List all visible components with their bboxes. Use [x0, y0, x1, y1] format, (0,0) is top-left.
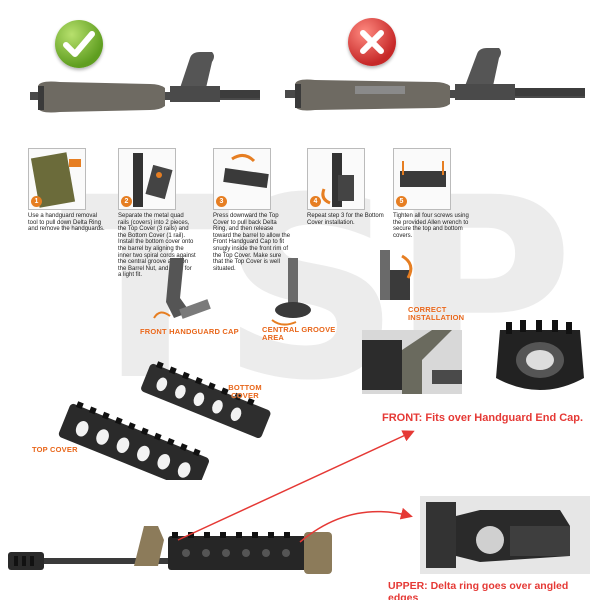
step-text: Repeat step 3 for the Bottom Cover insta…	[307, 213, 384, 226]
step-4-image: 4	[307, 148, 365, 210]
step-3: 3 Press downward the Top Cover to pull b…	[213, 148, 291, 272]
central-groove-label: CENTRAL GROOVE AREA	[262, 325, 336, 342]
bottom-cover-label: BOTTOM COVER	[228, 383, 262, 400]
correct-installation-photo	[380, 250, 413, 300]
step-text: Use a handguard removal tool to pull dow…	[28, 213, 105, 233]
front-handguard-cap-label: FRONT HANDGUARD CAP	[140, 327, 239, 336]
delta-ring-closeup-photo	[420, 496, 590, 574]
front-closeup-photo	[362, 330, 462, 394]
central-groove-photo	[271, 258, 311, 326]
front-note: FRONT: Fits over Handguard End Cap.	[382, 412, 584, 424]
top-cover-label: TOP COVER	[32, 445, 78, 454]
assembled-rifle-photo	[8, 526, 332, 574]
correct-barrel-image	[30, 52, 260, 113]
step-1: 1 Use a handguard removal tool to pull d…	[28, 148, 106, 233]
step-text: Tighten all four screws using the provid…	[393, 213, 469, 239]
rail-end-view-photo	[496, 320, 584, 390]
x-mark-icon	[348, 18, 396, 66]
step-number: 2	[121, 196, 132, 207]
correct-installation-label: CORRECT INSTALLATION	[408, 305, 465, 322]
step-2-image: 2	[118, 148, 176, 210]
front-handguard-cap-photo	[153, 258, 211, 319]
quad-rail-covers-photo	[58, 361, 271, 480]
step-text: Press downward the Top Cover to pull bac…	[213, 213, 291, 272]
step-number: 4	[310, 196, 321, 207]
upper-note: UPPER: Delta ring goes over angled edges	[388, 580, 569, 600]
checkmark-icon	[55, 20, 103, 68]
step-5: 5 Tighten all four screws using the prov…	[393, 148, 471, 239]
step-5-image: 5	[393, 148, 451, 210]
step-text: Separate the metal quad rails (covers) i…	[118, 213, 196, 279]
step-number: 1	[31, 196, 42, 207]
step-2: 2 Separate the metal quad rails (covers)…	[118, 148, 196, 279]
step-number: 5	[396, 196, 407, 207]
step-number: 3	[216, 196, 227, 207]
step-4: 4 Repeat step 3 for the Bottom Cover ins…	[307, 148, 385, 226]
step-1-image: 1	[28, 148, 86, 210]
incorrect-barrel-image	[285, 48, 585, 111]
step-3-image: 3	[213, 148, 271, 210]
